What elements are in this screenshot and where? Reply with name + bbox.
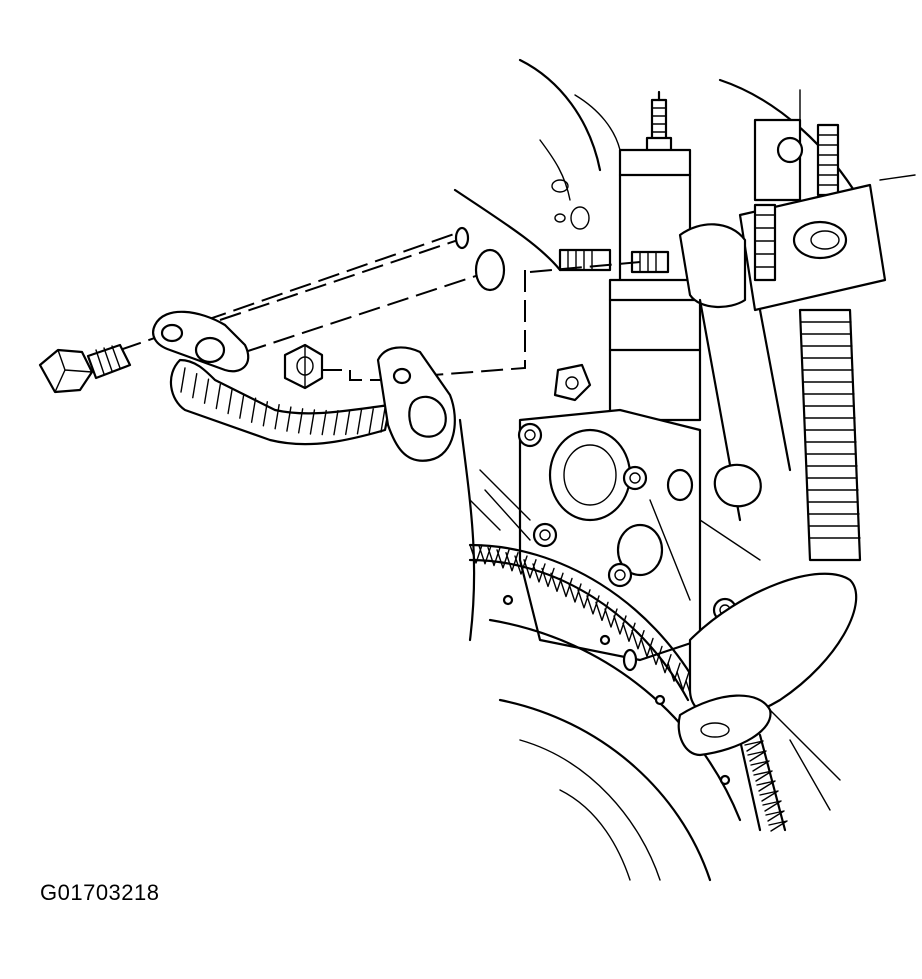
starter-cover (677, 572, 858, 811)
corrugated-hose-icon (169, 358, 392, 446)
block-port (454, 226, 506, 292)
front-cover-plate (479, 408, 761, 662)
figure-id-label: G01703218 (40, 880, 160, 905)
hex-nut-icon (283, 343, 324, 390)
corrugated-hose-icon (798, 308, 862, 562)
stud-icon (816, 123, 840, 197)
mounting-bracket-icon (678, 118, 887, 522)
flange-bolt-icon (38, 343, 132, 394)
ring-gear-teeth-lower (744, 740, 788, 832)
hex-bolt-icon (517, 422, 543, 448)
hex-bolt-icon (553, 363, 592, 402)
pipe-flange-icon (152, 310, 250, 373)
hex-bolt-icon (622, 465, 648, 491)
pipe-flange-icon (376, 346, 456, 462)
alignment-guide-lines (119, 231, 641, 381)
engine-block-outline (453, 58, 916, 642)
hex-bolt-icon (607, 562, 633, 588)
stud-icon (645, 90, 673, 158)
hex-bolt-icon (532, 522, 558, 548)
